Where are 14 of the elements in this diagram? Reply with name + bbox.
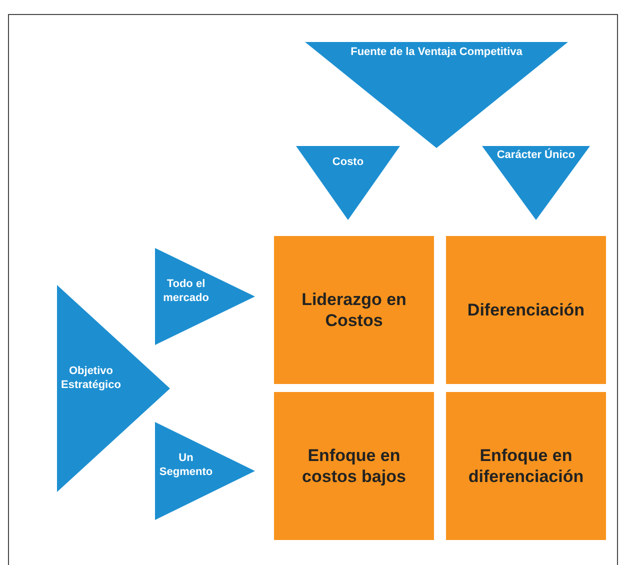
strategy-label: Liderazgo en Costos <box>300 288 408 332</box>
strategy-box <box>446 392 606 540</box>
strategy-label: Enfoque en diferenciación <box>467 444 585 488</box>
strategy-box <box>274 236 434 384</box>
triangle-label: Costo <box>331 156 365 170</box>
triangle-label: Objetivo Estratégico <box>60 365 122 392</box>
strategy-label: Diferenciación <box>466 299 586 321</box>
triangle-label: Carácter Único <box>496 149 576 163</box>
triangle-label: Fuente de la Ventaja Competitiva <box>350 46 524 60</box>
strategy-box <box>446 236 606 384</box>
strategy-box <box>274 392 434 540</box>
triangle-label: Todo el mercado <box>162 278 210 306</box>
strategy-label: Enfoque en costos bajos <box>301 444 407 488</box>
triangle-label: Un Segmento <box>158 452 214 480</box>
